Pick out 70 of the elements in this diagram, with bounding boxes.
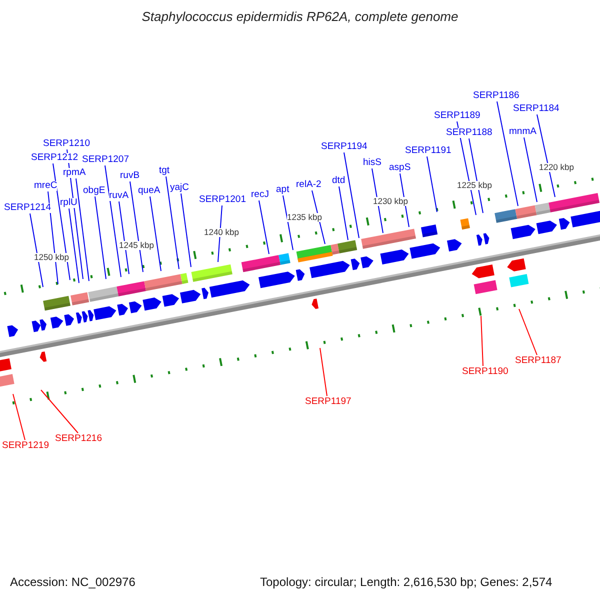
leader-line <box>118 201 130 274</box>
gene-label: SERP1207 <box>82 155 130 164</box>
leader-line <box>150 196 162 272</box>
leader-line <box>426 156 438 212</box>
gene-label: SERP1186 <box>473 91 520 100</box>
gene-label: SERP1184 <box>513 104 560 114</box>
gene-label: SERP1201 <box>199 195 246 204</box>
scale-label: 1230 kbp <box>373 197 408 206</box>
gene-label: obgE <box>83 186 106 196</box>
leader-line <box>282 195 294 250</box>
leader-line <box>480 316 484 366</box>
leader-line <box>12 394 26 440</box>
leader-line <box>166 176 180 270</box>
leader-line <box>104 165 122 278</box>
title: Staphylococcus epidermidis RP62A, complete genome <box>140 10 460 23</box>
gene-label: ruvA <box>109 191 129 200</box>
leader-line <box>66 149 84 280</box>
gene-label: SERP1194 <box>321 142 368 152</box>
gene-label: SERP1216 <box>55 434 102 444</box>
leader-line <box>320 348 328 396</box>
leader-line <box>218 205 222 262</box>
scale-label: 1245 kbp <box>119 241 154 250</box>
gene-label: SERP1191 <box>405 146 452 156</box>
gene-label: mnmA <box>509 127 536 136</box>
gene-label: SERP1212 <box>31 153 78 162</box>
footer-text: Accession: NC_002976 <box>10 576 136 588</box>
leader-line <box>518 308 538 356</box>
leader-line <box>30 213 44 288</box>
gene-label: SERP1210 <box>43 139 90 148</box>
gene-label: SERP1190 <box>462 367 508 376</box>
gene-label: dtd <box>332 176 346 186</box>
scale-label: 1225 kbp <box>457 181 492 190</box>
gene-label: queA <box>138 186 160 196</box>
leader-line <box>76 178 90 282</box>
leader-line <box>180 193 192 268</box>
gene-label: mreC <box>34 181 58 190</box>
gene-label: recJ <box>251 190 269 200</box>
gene-label: apt <box>276 185 290 194</box>
gene-label: yajC <box>170 183 190 192</box>
leader-line <box>524 137 538 202</box>
leader-line <box>338 186 348 240</box>
gene-label: ruvB <box>120 171 140 180</box>
gene-label: rpmA <box>63 168 86 178</box>
gene-label: SERP1187 <box>515 356 562 366</box>
gene-label: rplU <box>60 198 78 208</box>
scale-label: 1235 kbp <box>287 213 322 222</box>
leader-line <box>468 138 484 214</box>
gene-label: SERP1197 <box>305 397 352 406</box>
scale-label: 1240 kbp <box>204 228 239 236</box>
leader-line <box>496 101 518 206</box>
leader-line <box>52 163 70 280</box>
leader-line <box>372 168 384 234</box>
leader-line <box>68 208 80 284</box>
scale-label: 1220 kbp <box>539 163 574 172</box>
footer-text: Topology: circular; Length: 2,616,530 bp; Genes: 2,574 <box>260 576 552 588</box>
gene-label: relA-2 <box>296 180 322 190</box>
leader-line <box>258 200 270 254</box>
gene-label: SERP1188 <box>446 128 492 138</box>
gene-label: SERP1189 <box>434 111 480 120</box>
scale-label: 1250 kbp <box>34 253 69 262</box>
leader-line <box>536 114 556 198</box>
leader-line <box>94 196 106 280</box>
gene-label: hisS <box>363 158 382 168</box>
leader-line <box>344 152 360 238</box>
gene-label: tgt <box>159 166 170 176</box>
gene-label: aspS <box>389 163 411 172</box>
gene-label: SERP1219 <box>2 441 50 450</box>
leader-line <box>40 390 78 434</box>
leader-line <box>130 181 144 272</box>
gene-label: SERP1214 <box>4 203 52 212</box>
